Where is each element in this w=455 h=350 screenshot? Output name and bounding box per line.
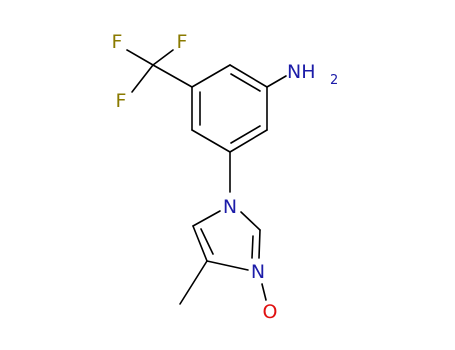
bond-n1-c2	[240, 211, 261, 231]
bond-c6-cf3	[152, 64, 193, 88]
bond-cf3-f-left	[131, 64, 154, 93]
bond-c4-c5-outer	[192, 225, 208, 262]
fluorine-atom-top-right: F	[177, 31, 188, 53]
bond-c2-n3-outer	[258, 229, 261, 259]
bond-ring-inner-a	[230, 73, 261, 92]
amine-nitrogen: NH	[287, 61, 316, 83]
bond-ring-c1-c2	[229, 64, 268, 88]
bond-cf3-f-top-right	[152, 49, 174, 66]
bond-c4-c5-inner	[200, 228, 214, 255]
fluorine-atom-left: F	[116, 90, 127, 112]
bond-c4-methyl	[179, 260, 208, 305]
bond-c5-n1	[192, 210, 221, 227]
bond-c2-nh2	[266, 75, 287, 88]
oxide-oxygen: O	[263, 301, 278, 323]
fluorine-atom-top-left: F	[112, 31, 123, 53]
bonds-group	[126, 49, 287, 305]
bond-ring-c3-c4	[229, 129, 268, 153]
imidazole-nitrogen-1: N	[223, 196, 237, 218]
bond-ring-inner-b	[230, 125, 261, 144]
imidazole-nitrogen-3: N	[251, 261, 265, 283]
bond-ring-c6-c1	[191, 64, 231, 88]
amine-subscript: 2	[330, 73, 338, 88]
bond-ring-c4-c5	[191, 129, 231, 153]
bond-n3-c4	[206, 260, 249, 271]
bond-cf3-f-top-left	[126, 49, 154, 66]
bond-n3-oxide	[261, 283, 267, 301]
bond-c2-n3-inner	[251, 235, 254, 259]
